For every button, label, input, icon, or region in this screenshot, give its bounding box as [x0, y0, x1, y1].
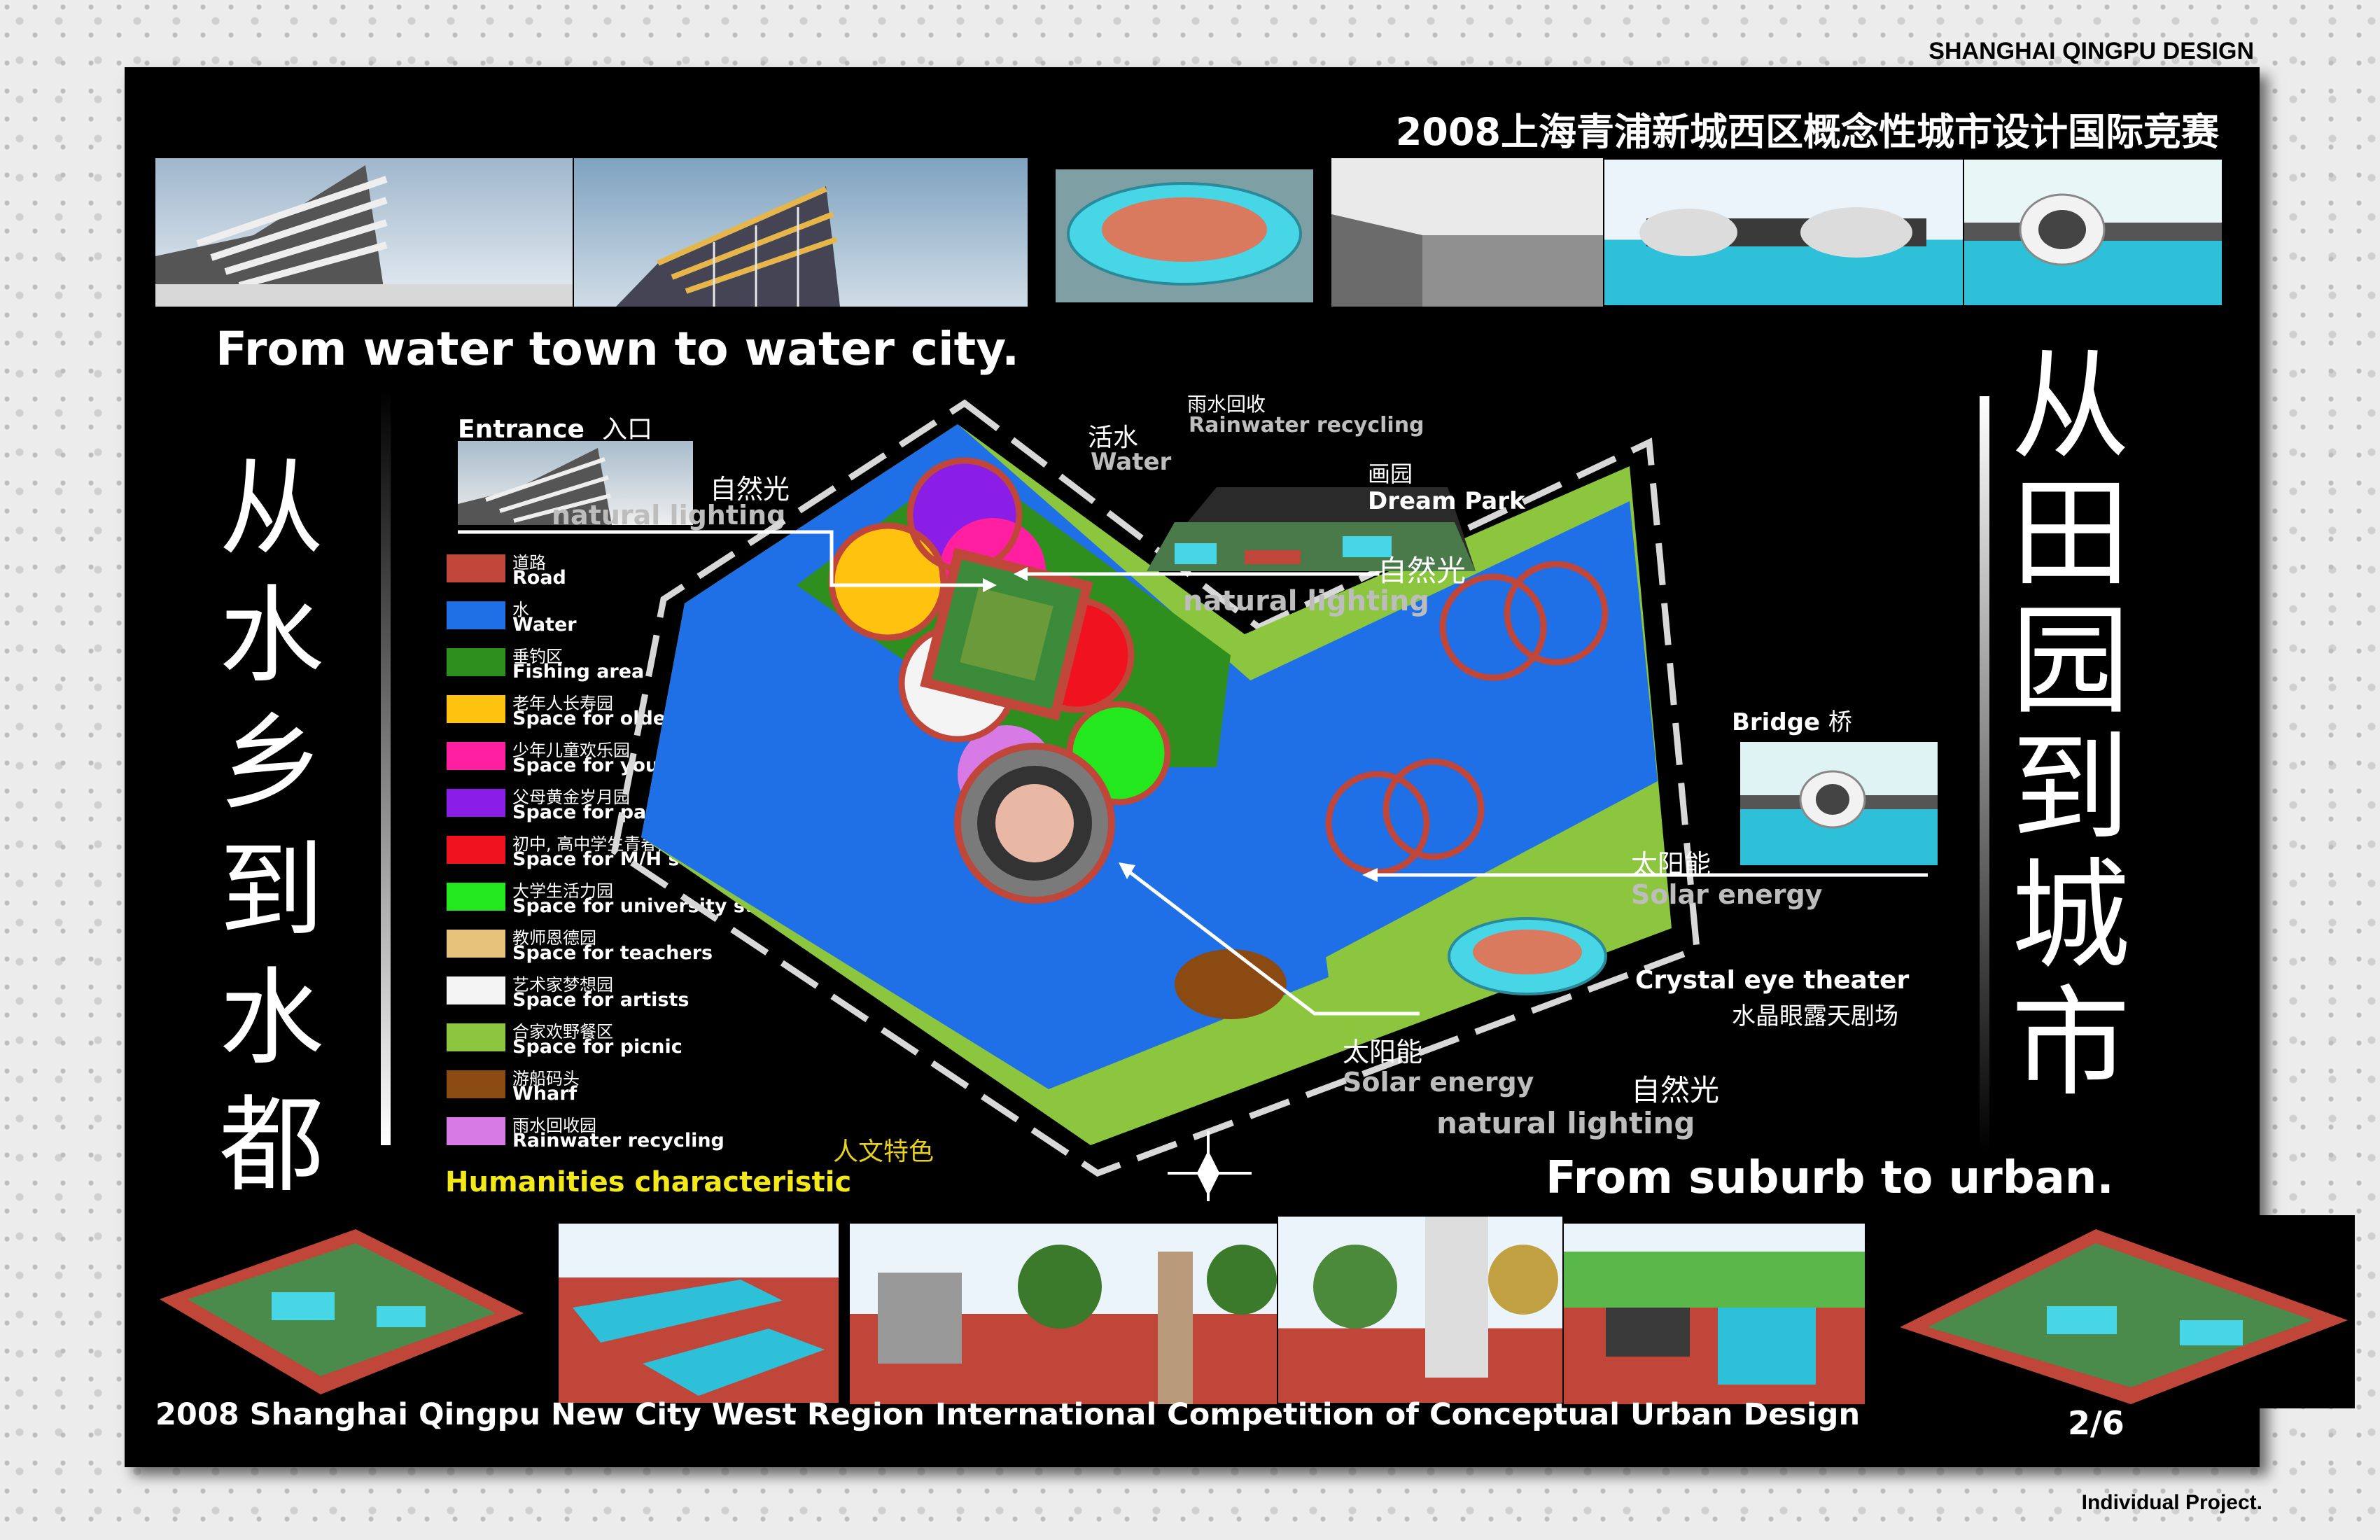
legend-swatch	[447, 836, 505, 864]
natural-lighting-en-1: natural lighting	[552, 500, 786, 531]
legend-swatch	[447, 695, 505, 723]
project-note: Individual Project.	[2081, 1491, 2262, 1514]
crystal-eye-en: Crystal eye theater	[1635, 966, 1910, 995]
board-title-cn: 2008上海青浦新城西区概念性城市设计国际竞赛	[1395, 110, 2219, 154]
thumb-street-view	[1331, 158, 1603, 307]
solar-en-1: Solar energy	[1631, 879, 1823, 910]
thumb-trees-building	[1278, 1217, 1562, 1403]
rainwater-cn: 雨水回收	[1187, 393, 1266, 416]
crystal-eye-cn: 水晶眼露天剧场	[1732, 1002, 1898, 1030]
legend-swatch	[447, 742, 505, 770]
presentation-board: 2008上海青浦新城西区概念性城市设计国际竞赛	[125, 67, 2355, 1467]
thumb-plaza	[850, 1224, 1277, 1404]
slogan-water-city: From water town to water city.	[216, 322, 1020, 376]
slogan-suburb-urban: From suburb to urban.	[1546, 1152, 2114, 1204]
thumb-pools	[559, 1224, 839, 1403]
thumb-building-gold	[574, 158, 1028, 307]
thumb-bridge-tube	[1964, 160, 2222, 305]
legend-swatch	[447, 930, 505, 958]
legend-swatch	[447, 554, 505, 582]
thumb-building-gray	[155, 158, 573, 307]
legend-swatch	[447, 601, 505, 629]
natural-light-cn-3: 自然光	[1631, 1073, 1720, 1107]
legend-swatch	[447, 1070, 505, 1098]
gradient-bar-right	[1980, 396, 1989, 1152]
dream-park-cn: 画园	[1368, 461, 1413, 487]
thumb-crystal-eye	[1056, 169, 1313, 302]
slogan-cn-left: 从水乡到水都	[218, 448, 324, 1207]
footer-title: 2008 Shanghai Qingpu New City West Regio…	[155, 1397, 1861, 1432]
gradient-bar-left	[381, 389, 391, 1145]
thumb-bamboo	[1564, 1224, 1865, 1404]
natural-light-cn-2: 自然光	[1378, 554, 1466, 588]
legend-swatch	[447, 1117, 505, 1145]
solar-en-2: Solar energy	[1343, 1067, 1534, 1098]
page-number: 2/6	[2068, 1404, 2124, 1442]
humanities-cn: 人文特色	[833, 1138, 934, 1166]
natural-lighting-en-2: natural lighting	[1183, 585, 1429, 617]
solar-cn-2: 太阳能	[1343, 1037, 1423, 1068]
legend-swatch	[447, 883, 505, 911]
site-plan	[458, 399, 1938, 1201]
legend-swatch	[447, 789, 505, 817]
studio-name: SHANGHAI QINGPU DESIGN	[1928, 38, 2254, 64]
thumb-bridge-wide	[1604, 160, 1963, 305]
solar-cn-1: 太阳能	[1631, 849, 1712, 880]
thumb-aerial-1	[146, 1215, 532, 1401]
rainwater-en: Rainwater recycling	[1189, 413, 1424, 438]
natural-light-cn-1: 自然光	[710, 474, 790, 505]
thumb-aerial-2	[1886, 1215, 2355, 1408]
slogan-cn-right: 从田园到城市	[2010, 337, 2130, 1113]
water-en: Water	[1091, 448, 1172, 476]
bridge-label: Bridge 桥	[1732, 708, 1852, 736]
dream-park-en: Dream Park	[1368, 487, 1525, 515]
legend-swatch	[447, 976, 505, 1004]
entrance-thumbnail	[458, 441, 693, 525]
humanities-en: Humanities characteristic	[445, 1166, 852, 1198]
living-water-cn: 活水	[1088, 424, 1139, 452]
legend-swatch	[447, 648, 505, 676]
natural-lighting-en-3: natural lighting	[1436, 1106, 1695, 1140]
entrance-label: Entrance 入口	[458, 415, 652, 444]
legend-swatch	[447, 1023, 505, 1051]
